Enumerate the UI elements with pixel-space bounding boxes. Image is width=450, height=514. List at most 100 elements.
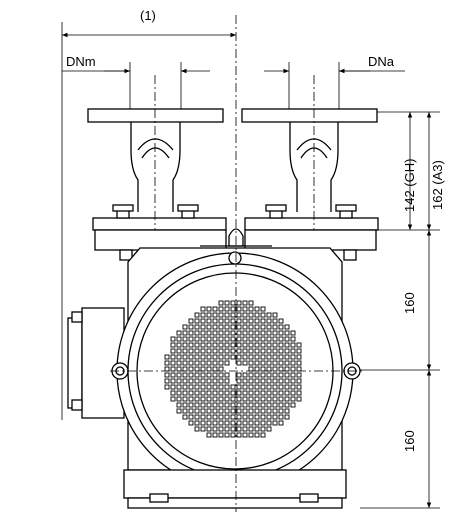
grille-slot	[188, 354, 194, 360]
grille-slot	[278, 384, 284, 390]
grille-slot	[200, 324, 206, 330]
grille-slot	[188, 408, 194, 414]
grille-slot	[236, 300, 242, 306]
grille-slot	[176, 408, 182, 414]
grille-slot	[260, 312, 266, 318]
fan-grille	[164, 300, 302, 438]
grille-slot	[176, 378, 182, 384]
grille-slot	[242, 432, 248, 438]
grille-slot	[248, 342, 254, 348]
grille-slot	[182, 396, 188, 402]
grille-slot	[218, 318, 224, 324]
grille-slot	[194, 396, 200, 402]
grille-slot	[212, 324, 218, 330]
grille-slot	[194, 318, 200, 324]
grille-slot	[218, 432, 224, 438]
grille-slot	[242, 348, 248, 354]
grille-slot	[260, 408, 266, 414]
grille-slot	[290, 384, 296, 390]
grille-slot	[236, 384, 242, 390]
grille-slot	[218, 360, 224, 366]
grille-slot	[284, 384, 290, 390]
grille-slot	[278, 360, 284, 366]
grille-slot	[254, 306, 260, 312]
terminal-box	[67, 307, 125, 419]
grille-slot	[176, 330, 182, 336]
grille-slot	[254, 396, 260, 402]
grille-slot	[170, 372, 176, 378]
grille-slot	[266, 324, 272, 330]
grille-slot	[188, 330, 194, 336]
grille-slot	[206, 354, 212, 360]
grille-slot	[242, 384, 248, 390]
grille-slot	[236, 408, 242, 414]
grille-slot	[290, 330, 296, 336]
grille-slot	[206, 420, 212, 426]
center-lines	[110, 15, 365, 512]
grille-slot	[248, 402, 254, 408]
grille-slot	[212, 378, 218, 384]
grille-slot	[284, 372, 290, 378]
grille-slot	[212, 336, 218, 342]
grille-slot	[200, 390, 206, 396]
grille-slot	[272, 342, 278, 348]
grille-slot	[218, 336, 224, 342]
grille-slot	[194, 426, 200, 432]
grille-slot	[200, 360, 206, 366]
grille-slot	[200, 426, 206, 432]
suction-diameter-dimension: DNm	[62, 54, 210, 112]
grille-slot	[182, 378, 188, 384]
grille-slot	[290, 402, 296, 408]
grille-slot	[224, 408, 230, 414]
grille-slot	[194, 330, 200, 336]
suction-branch	[87, 108, 227, 261]
grille-slot	[248, 324, 254, 330]
grille-slot	[218, 312, 224, 318]
grille-slot	[188, 372, 194, 378]
grille-slot	[266, 378, 272, 384]
grille-slot	[188, 342, 194, 348]
grille-slot	[254, 324, 260, 330]
grille-slot	[188, 318, 194, 324]
grille-slot	[266, 390, 272, 396]
grille-slot	[272, 372, 278, 378]
grille-slot	[218, 408, 224, 414]
grille-slot	[296, 372, 302, 378]
grille-slot	[206, 414, 212, 420]
grille-slot	[194, 360, 200, 366]
grille-slot	[224, 330, 230, 336]
grille-slot	[224, 378, 230, 384]
grille-slot	[224, 372, 230, 378]
grille-slot	[164, 378, 170, 384]
grille-slot	[176, 402, 182, 408]
grille-slot	[230, 384, 236, 390]
grille-slot	[218, 426, 224, 432]
grille-slot	[254, 402, 260, 408]
grille-slot	[254, 372, 260, 378]
grille-slot	[266, 384, 272, 390]
height-lower-160-label: 160	[402, 430, 417, 452]
grille-slot	[272, 360, 278, 366]
grille-slot	[242, 372, 248, 378]
grille-slot	[212, 372, 218, 378]
grille-slot	[242, 390, 248, 396]
grille-slot	[194, 312, 200, 318]
grille-slot	[254, 312, 260, 318]
grille-slot	[236, 306, 242, 312]
grille-slot	[254, 390, 260, 396]
grille-slot	[248, 408, 254, 414]
grille-slot	[242, 318, 248, 324]
grille-slot	[218, 354, 224, 360]
grille-slot	[260, 324, 266, 330]
grille-slot	[218, 330, 224, 336]
grille-slot	[254, 342, 260, 348]
grille-slot	[230, 396, 236, 402]
grille-slot	[296, 390, 302, 396]
grille-slot	[254, 432, 260, 438]
grille-slot	[176, 336, 182, 342]
grille-slot	[212, 402, 218, 408]
grille-slot	[272, 396, 278, 402]
grille-slot	[224, 432, 230, 438]
grille-slot	[212, 396, 218, 402]
grille-slot	[248, 420, 254, 426]
